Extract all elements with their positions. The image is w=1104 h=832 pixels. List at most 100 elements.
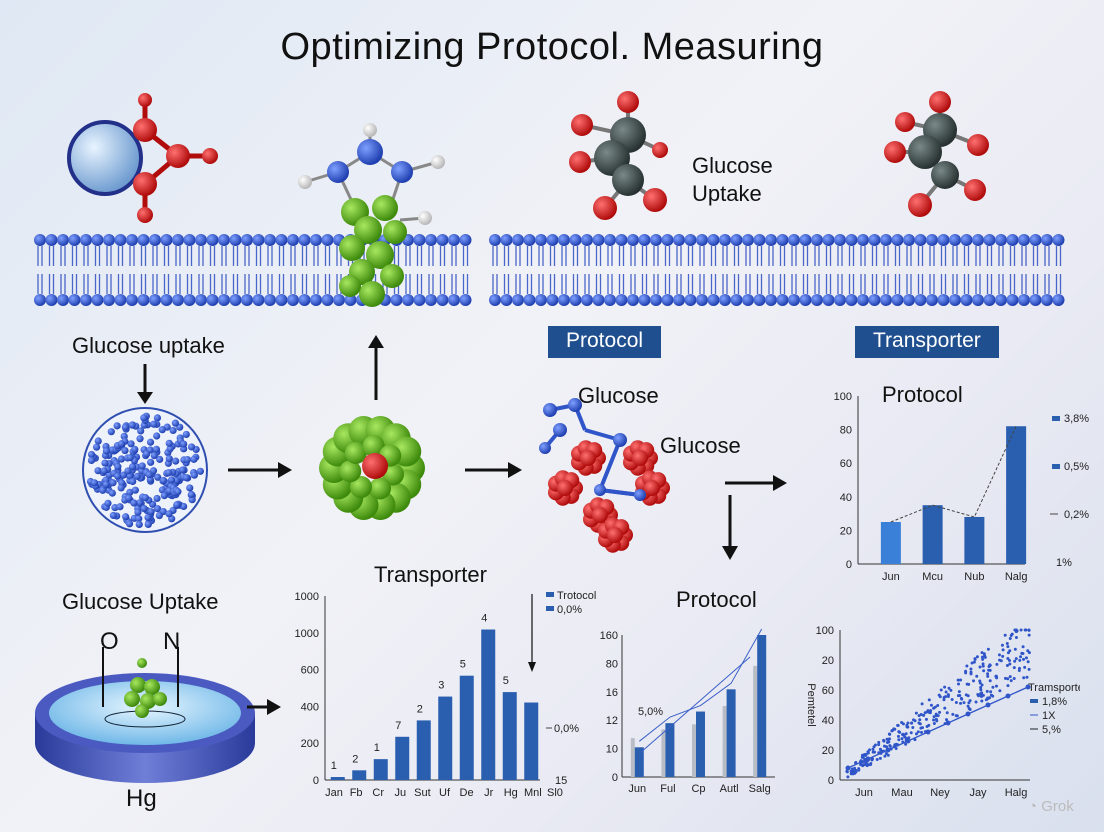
x-tick-label: Cp <box>691 783 705 795</box>
scatter-point <box>900 720 904 724</box>
scatter-point <box>927 723 931 727</box>
dish-label-o: O <box>100 628 119 655</box>
x-tick-label: Sl0 <box>547 787 563 799</box>
scatter-point <box>1023 665 1027 669</box>
arrow-right-icon <box>465 462 522 478</box>
scatter-point <box>918 718 922 722</box>
scatter-point <box>998 689 1002 693</box>
membrane-illustration <box>34 91 1065 307</box>
arrow-right-icon <box>228 462 292 478</box>
scatter-point <box>909 731 913 735</box>
scatter-point <box>1008 649 1012 653</box>
scatter-point <box>875 757 879 761</box>
scatter-point <box>986 674 990 678</box>
scatter-point <box>883 754 887 758</box>
scatter-point <box>854 761 858 765</box>
scatter-point <box>962 701 966 705</box>
bar <box>880 522 901 564</box>
scatter-point <box>932 715 936 719</box>
scatter-point <box>982 669 986 673</box>
scatter-point <box>983 654 987 658</box>
y-tick-label: 0 <box>846 559 852 571</box>
scatter-point <box>859 763 863 767</box>
lipid-bilayer-right <box>489 234 1065 306</box>
scatter-point <box>980 651 984 655</box>
scatter-point <box>1022 657 1026 661</box>
scatter-point <box>988 663 992 667</box>
scatter-point <box>868 763 872 767</box>
scatter-point <box>1006 684 1010 688</box>
trend-point <box>925 729 931 735</box>
scatter-point <box>957 682 961 686</box>
scatter-point <box>975 674 979 678</box>
scatter-point <box>849 772 853 776</box>
scatter-point <box>932 718 936 722</box>
scatter-point <box>1012 676 1016 680</box>
scatter-point <box>920 702 924 706</box>
bar <box>922 505 943 564</box>
bar-label: 3 <box>438 680 444 692</box>
scatter-point <box>1009 633 1013 637</box>
trend-line <box>639 656 751 754</box>
scatter-point <box>923 711 927 715</box>
scatter-point <box>1013 659 1017 663</box>
legend-label: 3,8% <box>1064 413 1089 425</box>
y-tick-label: 12 <box>606 715 618 727</box>
scatter-point <box>878 756 882 760</box>
lipid-bilayer-left <box>34 234 472 306</box>
legend-swatch <box>1052 464 1060 469</box>
legend-label: 0,0% <box>557 604 582 616</box>
trend-point <box>905 738 911 744</box>
scatter-point <box>943 706 947 710</box>
y-tick-label: 200 <box>301 738 319 750</box>
x-tick-label: Halg <box>1005 787 1028 799</box>
scatter-point <box>853 771 857 775</box>
y-tick-label: 20 <box>822 655 834 667</box>
x-tick-label: Autl <box>720 783 739 795</box>
scatter-point <box>981 664 985 668</box>
glucose-label-1: Glucose <box>578 383 659 408</box>
scatter-point <box>914 732 918 736</box>
scatter-point <box>947 686 951 690</box>
scatter-point <box>861 755 865 759</box>
arrow-right-icon <box>725 475 787 491</box>
scatter-point <box>979 688 983 692</box>
x-tick-label: Hg <box>504 787 518 799</box>
scatter-point <box>921 726 925 730</box>
scatter-point <box>886 738 890 742</box>
scatter-point <box>981 662 985 666</box>
arrow-down-icon <box>722 495 738 560</box>
scatter-point <box>871 747 875 751</box>
scatter-point <box>973 657 977 661</box>
scatter-point <box>943 685 947 689</box>
scatter-point <box>905 725 909 729</box>
trend-line <box>890 426 1017 523</box>
scatter-point <box>1012 666 1016 670</box>
scatter-point <box>904 742 908 746</box>
x-tick-label: Jun <box>855 787 873 799</box>
scatter-point <box>1008 662 1012 666</box>
scatter-point <box>946 694 950 698</box>
protocol-banner: Protocol <box>548 326 662 358</box>
scatter-point <box>900 737 904 741</box>
scatter-point <box>850 767 854 771</box>
legend-label: 1,8% <box>1042 696 1067 708</box>
bar <box>373 759 388 780</box>
scatter-point <box>968 708 972 712</box>
scatter-point <box>1008 658 1012 662</box>
scatter-point <box>917 721 921 725</box>
scatter-point <box>896 724 900 728</box>
x-tick-label: Jan <box>325 787 343 799</box>
chart-title: Protocol <box>882 382 963 407</box>
y-tick-label: 20 <box>822 745 834 757</box>
scatter-point <box>920 730 924 734</box>
scatter-point <box>888 732 892 736</box>
scatter-point <box>989 690 993 694</box>
bar-label: 4 <box>481 613 487 625</box>
scatter-point <box>882 744 886 748</box>
x-tick-label: Salg <box>749 783 771 795</box>
y-tick-label: 400 <box>301 701 319 713</box>
glucose-uptake-top-label: Glucose Uptake <box>692 153 773 206</box>
scatter-point <box>967 682 971 686</box>
legend-swatch <box>546 606 554 611</box>
